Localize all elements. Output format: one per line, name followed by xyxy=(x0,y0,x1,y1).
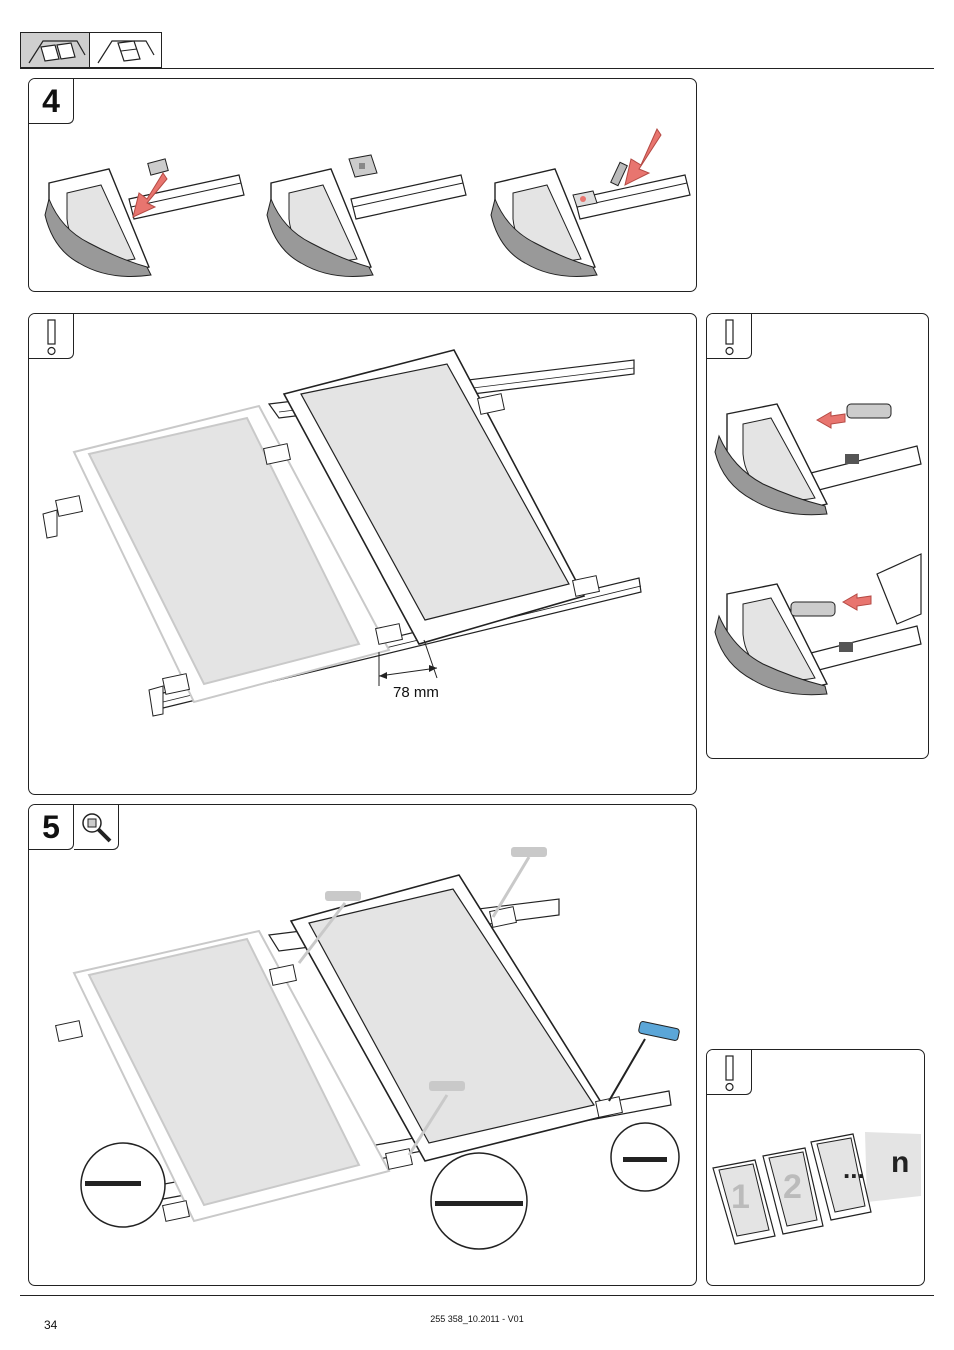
collector-spacing-illustration xyxy=(29,314,697,795)
dimension-label: 78 mm xyxy=(393,684,439,701)
document-id: 255 358_10.2011 - V01 xyxy=(0,1314,954,1324)
warning-main-panel: 78 mm xyxy=(28,313,697,795)
red-arrow-icon xyxy=(625,129,661,185)
clamp-nut-icon xyxy=(148,159,168,175)
header-icon-group xyxy=(20,32,162,68)
collector-number-n: n xyxy=(891,1146,909,1180)
step-4-illustration xyxy=(29,79,697,292)
warning-connector-panel xyxy=(706,313,929,759)
rail xyxy=(129,175,244,219)
roof-two-collectors-icon xyxy=(20,32,90,68)
footer-rule xyxy=(20,1295,934,1296)
red-arrow-icon xyxy=(843,594,871,610)
collector-number-ellipsis: ... xyxy=(843,1154,865,1185)
red-arrow-icon xyxy=(817,412,845,428)
tightening-illustration xyxy=(29,805,697,1286)
screw-icon xyxy=(611,162,628,185)
connector-illustration xyxy=(707,314,929,759)
step-5-panel: 5 xyxy=(28,804,697,1286)
connector-fitting-icon xyxy=(847,404,891,418)
collector-number-2: 2 xyxy=(783,1168,802,1207)
active-wrench-icon xyxy=(638,1021,680,1041)
header-rule xyxy=(20,68,934,69)
collector-number-1: 1 xyxy=(731,1178,750,1217)
warning-numbering-panel: 1 2 ... n xyxy=(706,1049,925,1286)
roof-collector-icon xyxy=(90,32,162,68)
connector-fitting-icon xyxy=(791,602,835,616)
step-4-panel: 4 xyxy=(28,78,697,292)
